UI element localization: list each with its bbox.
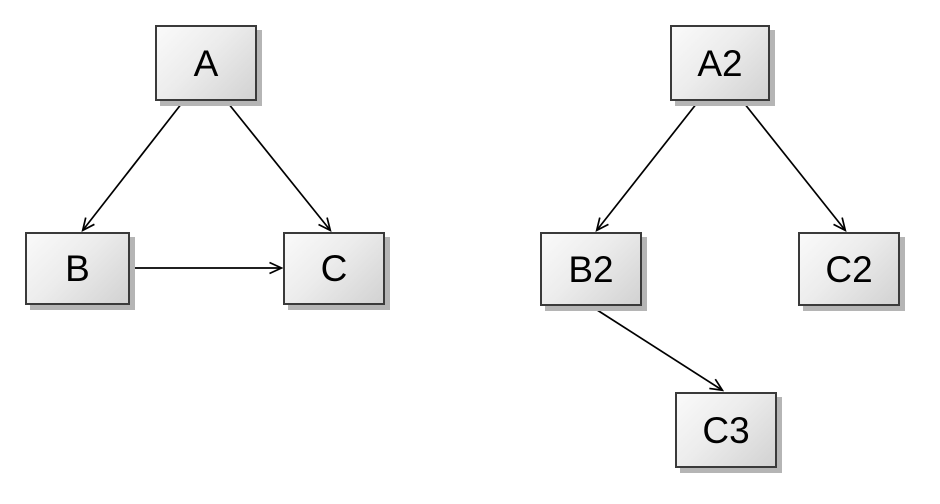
node-a2: A2 xyxy=(670,25,770,101)
node-c: C xyxy=(283,232,385,305)
node-c-label: C xyxy=(320,248,348,289)
edge-a-to-c xyxy=(227,102,330,230)
node-b-label: B xyxy=(65,248,90,289)
node-b: B xyxy=(25,232,130,305)
node-a: A xyxy=(155,25,257,101)
edge-a2-to-c2 xyxy=(743,102,845,230)
node-b2: B2 xyxy=(540,232,642,306)
edge-b2-to-c3 xyxy=(593,307,722,390)
node-c3-label: C3 xyxy=(702,409,750,451)
node-c3: C3 xyxy=(675,392,777,468)
node-a2-label: A2 xyxy=(697,42,743,84)
node-a-label: A xyxy=(193,42,219,84)
edge-a-to-b xyxy=(83,102,183,230)
node-c2: C2 xyxy=(798,232,900,306)
edge-a2-to-b2 xyxy=(597,102,698,230)
node-b2-label: B2 xyxy=(568,248,614,290)
node-c2-label: C2 xyxy=(825,248,873,290)
